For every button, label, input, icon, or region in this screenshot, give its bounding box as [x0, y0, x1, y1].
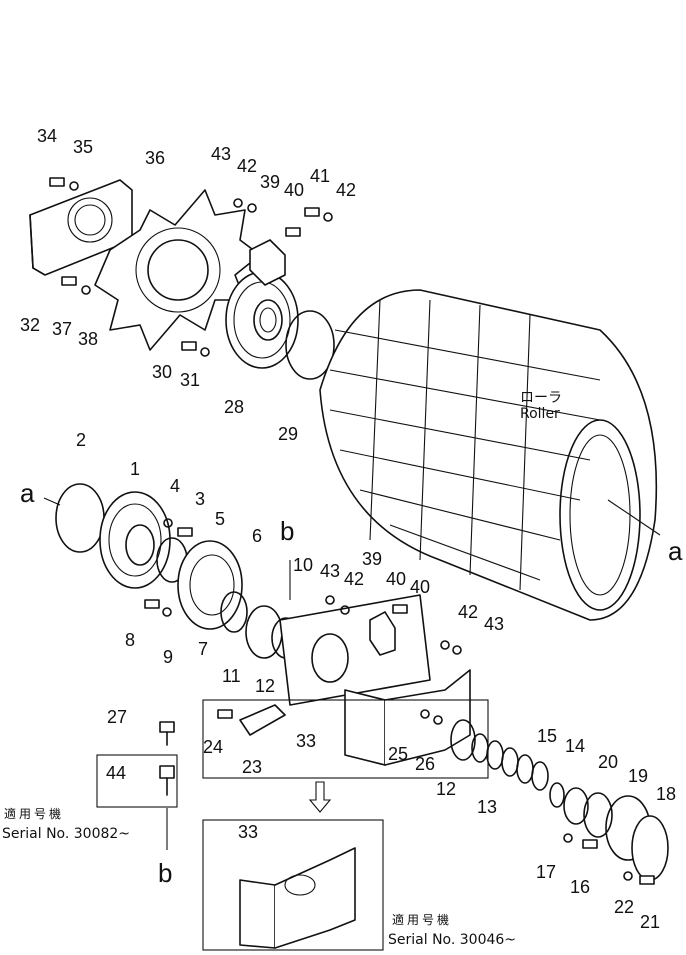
label-43: 43 [320, 561, 340, 581]
label-18: 18 [656, 784, 676, 804]
label-38: 38 [78, 329, 98, 349]
label-40: 40 [386, 569, 406, 589]
label-4: 4 [170, 476, 180, 496]
label-37: 37 [52, 319, 72, 339]
label-33: 33 [238, 822, 258, 842]
label-44: 44 [106, 763, 126, 783]
ref-b-bottom: b [158, 858, 172, 888]
label-19: 19 [628, 766, 648, 786]
ring-15 [549, 782, 565, 808]
seal-11 [245, 605, 283, 659]
label-42: 42 [458, 602, 478, 622]
label-10: 10 [293, 555, 313, 575]
ref-a-left: a [20, 478, 35, 508]
label-35: 35 [73, 137, 93, 157]
seal-14 [563, 787, 589, 825]
label-13: 13 [477, 797, 497, 817]
roller-label-en: Roller [520, 406, 560, 422]
label-29: 29 [278, 424, 298, 444]
label-6: 6 [252, 526, 262, 546]
leader-lines [43, 497, 661, 850]
label-7: 7 [198, 639, 208, 659]
label-33: 33 [296, 731, 316, 751]
inset-box-44 [96, 754, 178, 808]
label-41: 41 [310, 166, 330, 186]
label-27: 27 [107, 707, 127, 727]
label-23: 23 [242, 757, 262, 777]
label-39: 39 [362, 549, 382, 569]
plate-32 [29, 179, 133, 276]
label-34: 34 [37, 126, 57, 146]
label-36: 36 [145, 148, 165, 168]
plate-23 [239, 704, 286, 736]
label-15: 15 [537, 726, 557, 746]
ref-b-top: b [280, 516, 294, 546]
bolt-44 [159, 765, 175, 796]
label-31: 31 [180, 370, 200, 390]
bolts-top [49, 177, 333, 357]
label-17: 17 [536, 862, 556, 882]
serial-notes: 適用号機 Serial No. 30082~ 適用号機 Serial No. 3… [2, 806, 516, 948]
label-43: 43 [211, 144, 231, 164]
label-2: 2 [76, 430, 86, 450]
label-5: 5 [215, 509, 225, 529]
label-26: 26 [415, 754, 435, 774]
label-11: 11 [222, 666, 241, 686]
label-39: 39 [260, 172, 280, 192]
cover-18 [631, 815, 669, 881]
label-12: 12 [436, 779, 456, 799]
note-bottom-jp: 適用号機 [392, 912, 452, 927]
label-25: 25 [388, 744, 408, 764]
o-ring-29 [285, 310, 335, 380]
label-40: 40 [284, 180, 304, 200]
inset-box-33-alt [202, 819, 384, 951]
reference-letters: a a b b [20, 478, 683, 888]
label-21: 21 [640, 912, 660, 932]
inset-box-23-33 [202, 699, 489, 779]
bolt-27 [159, 721, 175, 746]
note-left-serial: Serial No. 30082~ [2, 826, 130, 842]
block-39-mid [369, 611, 396, 656]
label-30: 30 [152, 362, 172, 382]
label-9: 9 [163, 647, 173, 667]
label-3: 3 [195, 489, 205, 509]
label-43: 43 [484, 614, 504, 634]
label-20: 20 [598, 752, 618, 772]
roller-drum [319, 289, 658, 621]
label-16: 16 [570, 877, 590, 897]
roller-label-jp: ローラ [520, 390, 562, 406]
label-40: 40 [410, 577, 430, 597]
hub-1 [99, 491, 171, 589]
roller-label: ローラ Roller [520, 390, 562, 422]
label-42: 42 [344, 569, 364, 589]
label-42: 42 [237, 156, 257, 176]
label-14: 14 [565, 736, 585, 756]
ring-7 [220, 591, 248, 633]
note-left-jp: 適用号機 [4, 806, 64, 821]
label-28: 28 [224, 397, 244, 417]
o-ring-2 [55, 483, 105, 553]
bearing-12b [450, 719, 476, 761]
label-24: 24 [203, 737, 223, 757]
label-12: 12 [255, 676, 275, 696]
ref-a-right: a [668, 536, 683, 566]
label-8: 8 [125, 630, 135, 650]
label-22: 22 [614, 897, 634, 917]
label-1: 1 [130, 459, 140, 479]
hollow-arrow [308, 781, 332, 813]
ring-20 [583, 792, 613, 838]
cover-6 [177, 540, 243, 630]
block-39-top [249, 239, 286, 286]
part-labels: 34 35 36 43 42 39 40 41 42 32 37 38 30 3… [20, 126, 676, 932]
bracket-33-alt [239, 847, 356, 949]
note-bottom-serial: Serial No. 30046~ [388, 932, 516, 948]
label-32: 32 [20, 315, 40, 335]
label-42: 42 [336, 180, 356, 200]
bolts-middle [144, 518, 655, 885]
